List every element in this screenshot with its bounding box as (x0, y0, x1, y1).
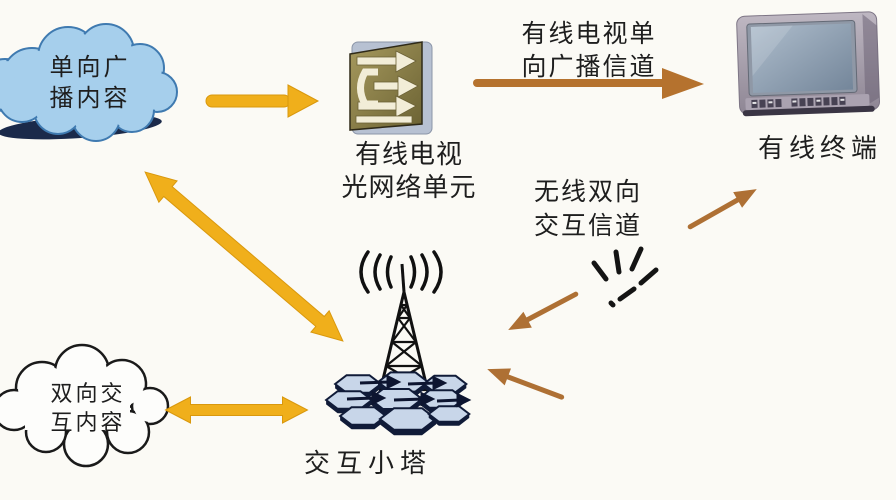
arrow-cloud-to-onu (205, 84, 320, 118)
onu-line2: 光网络单元 (341, 173, 477, 203)
arrow-cable-broadcast-channel (473, 68, 704, 99)
onu-line1: 有线电视 (354, 140, 463, 170)
broadcast-cloud-label: 单向广 播内容 (26, 52, 154, 114)
onu-label: 有线电视 光网络单元 (320, 139, 498, 205)
wireless-line1: 无线双向 (533, 177, 642, 206)
arrow-wireless-to-tower-lower (487, 368, 565, 400)
cable-channel-line2: 向广播信道 (521, 52, 657, 81)
interactive-cloud-line1: 双向交 (50, 382, 126, 407)
broadcast-cloud-line2: 播内容 (49, 84, 131, 112)
broadcast-cloud-icon (0, 23, 178, 142)
terminal-label: 有线终端 (746, 128, 894, 165)
arrow-cloud-tower-bidirectional (144, 171, 344, 342)
arrow-wireless-to-terminal (687, 189, 757, 230)
tower-label: 交互小塔 (294, 443, 442, 480)
arrow-wireless-to-tower-upper (508, 291, 579, 330)
wireless-signal-burst-icon (591, 246, 659, 308)
interactive-cloud-icon (0, 343, 170, 468)
interactive-cloud-label: 双向交 互内容 (28, 380, 148, 438)
broadcast-cloud-line1: 单向广 (49, 53, 131, 81)
cable-channel-line1: 有线电视单 (521, 19, 657, 48)
radio-waves-icon (359, 250, 443, 294)
arrow-interactive-cloud-tower-bidirectional (164, 396, 309, 424)
onu-device-icon (349, 41, 433, 135)
tower-icon (325, 250, 472, 437)
cable-broadcast-channel-label: 有线电视单 向广播信道 (498, 17, 680, 83)
interactive-cloud-line2: 互内容 (50, 411, 126, 436)
tv-terminal-icon (736, 11, 880, 117)
terminal-text: 有线终端 (757, 134, 882, 164)
tower-text: 交互小塔 (303, 449, 432, 479)
wireless-channel-label: 无线双向 交互信道 (513, 175, 663, 243)
wireless-line2: 交互信道 (533, 211, 642, 240)
cell-flow-arrows-icon (346, 374, 472, 408)
